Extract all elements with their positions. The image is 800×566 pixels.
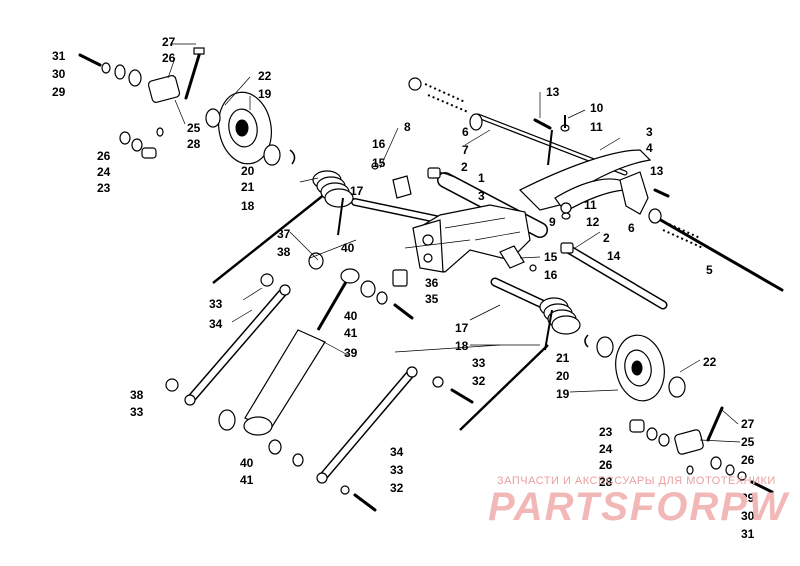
main-frame bbox=[412, 204, 531, 273]
callout-17-lower: 17 bbox=[455, 321, 469, 335]
callout-18-upper: 18 bbox=[241, 199, 255, 213]
callout-24-lower: 24 bbox=[599, 442, 613, 456]
callout-3-right: 3 bbox=[646, 125, 653, 139]
callout-20-upper: 20 bbox=[241, 164, 255, 178]
leader-lines bbox=[167, 43, 741, 443]
callout-20-lower: 20 bbox=[556, 369, 570, 383]
callout-19-upper: 19 bbox=[258, 87, 272, 101]
callout-9: 9 bbox=[549, 215, 556, 229]
link-34-lower bbox=[316, 366, 418, 484]
callout-22-upper: 22 bbox=[258, 69, 272, 83]
callout-31-upper: 31 bbox=[52, 49, 66, 63]
spring-arm-18-upper bbox=[212, 189, 331, 284]
callout-22-lower: 22 bbox=[703, 355, 717, 369]
upper-right-arm bbox=[518, 129, 652, 215]
callout-38-upper: 38 bbox=[277, 245, 291, 259]
callout-10: 10 bbox=[590, 101, 604, 115]
callout-18-lower: 18 bbox=[455, 339, 469, 353]
torsion-spring-upper bbox=[312, 170, 354, 236]
callout-39: 39 bbox=[344, 346, 358, 360]
callout-15-lower: 15 bbox=[544, 250, 558, 264]
idler-wheel-upper bbox=[218, 91, 272, 165]
callout-26-lower: 26 bbox=[599, 458, 613, 472]
callout-40-upper: 40 bbox=[341, 241, 355, 255]
watermark-brand: PARTSFORPW bbox=[488, 485, 790, 529]
callout-14: 14 bbox=[607, 249, 621, 263]
callout-25-lower: 25 bbox=[741, 435, 755, 449]
callout-32-lower: 32 bbox=[390, 481, 404, 495]
callout-15-upper: 15 bbox=[372, 156, 386, 170]
shock-absorber bbox=[243, 268, 360, 436]
callout-34-upper: 34 bbox=[209, 317, 223, 331]
callout-31-lower: 31 bbox=[741, 527, 755, 541]
callout-13-lower: 13 bbox=[650, 164, 664, 178]
callout-4: 4 bbox=[646, 141, 653, 155]
callout-3-center: 3 bbox=[478, 189, 485, 203]
callout-30-upper: 30 bbox=[52, 67, 66, 81]
hardware-lower bbox=[165, 334, 774, 512]
callout-labels: 31 30 29 27 26 22 19 25 28 26 24 23 20 2… bbox=[52, 35, 755, 541]
callout-17-upper: 17 bbox=[350, 184, 364, 198]
callout-19-lower: 19 bbox=[556, 387, 570, 401]
callout-28-lower: 28 bbox=[599, 475, 613, 489]
callout-7: 7 bbox=[462, 143, 469, 157]
link-34-upper bbox=[184, 284, 291, 406]
callout-40-mid: 40 bbox=[344, 309, 358, 323]
callout-26-lower-b: 26 bbox=[741, 453, 755, 467]
idler-wheel-lower bbox=[615, 334, 665, 402]
callout-33-left: 33 bbox=[130, 405, 144, 419]
callout-29-lower: 29 bbox=[741, 491, 755, 505]
watermark: ЗАПЧАСТИ И АКСЕССУАРЫ ДЛЯ МОТОТЕХНИКИ PA… bbox=[488, 475, 790, 529]
callout-13-upper: 13 bbox=[546, 85, 560, 99]
callout-29-upper: 29 bbox=[52, 85, 66, 99]
callout-6-lower: 6 bbox=[628, 221, 635, 235]
callout-34-lower: 34 bbox=[390, 445, 404, 459]
callout-38-lower: 38 bbox=[130, 388, 144, 402]
callout-21-lower: 21 bbox=[556, 351, 570, 365]
spring-arm-18-lower bbox=[459, 344, 549, 431]
callout-35: 35 bbox=[425, 292, 439, 306]
callout-26-upper: 26 bbox=[162, 51, 176, 65]
torsion-spring-lower bbox=[539, 297, 581, 351]
callout-25-upper: 25 bbox=[187, 121, 201, 135]
callout-27-lower: 27 bbox=[741, 417, 755, 431]
callout-21-upper: 21 bbox=[241, 180, 255, 194]
callout-41-mid: 41 bbox=[344, 326, 358, 340]
callout-16-lower: 16 bbox=[544, 268, 558, 282]
callout-16-upper: 16 bbox=[372, 137, 386, 151]
callout-32-upper: 32 bbox=[472, 374, 486, 388]
decal-strips bbox=[424, 83, 704, 249]
callout-33-lower: 33 bbox=[390, 463, 404, 477]
callout-5: 5 bbox=[706, 263, 713, 277]
callout-28-upper: 28 bbox=[187, 137, 201, 151]
callout-8: 8 bbox=[404, 120, 411, 134]
callout-2-lower: 2 bbox=[603, 231, 610, 245]
callout-1: 1 bbox=[478, 171, 485, 185]
callout-41-lower: 41 bbox=[240, 473, 254, 487]
callout-33-upper: 33 bbox=[209, 297, 223, 311]
hardware-upper-left bbox=[78, 47, 296, 166]
callout-30-lower: 30 bbox=[741, 509, 755, 523]
bolt-5 bbox=[650, 213, 784, 292]
hardware-center bbox=[260, 162, 574, 320]
callout-27-upper: 27 bbox=[162, 35, 176, 49]
callout-11-upper: 11 bbox=[590, 120, 603, 134]
callout-26-upper-b: 26 bbox=[97, 149, 111, 163]
callout-23-lower: 23 bbox=[599, 425, 613, 439]
watermark-caption: ЗАПЧАСТИ И АКСЕССУАРЫ ДЛЯ МОТОТЕХНИКИ bbox=[497, 475, 776, 487]
callout-24-upper: 24 bbox=[97, 165, 111, 179]
callout-33-mid: 33 bbox=[472, 356, 486, 370]
callout-40-lower: 40 bbox=[240, 456, 254, 470]
callout-36: 36 bbox=[425, 276, 439, 290]
callout-23-upper: 23 bbox=[97, 181, 111, 195]
callout-2-upper: 2 bbox=[461, 160, 468, 174]
callout-6-upper: 6 bbox=[462, 125, 469, 139]
callout-12: 12 bbox=[586, 215, 600, 229]
callout-37: 37 bbox=[277, 227, 291, 241]
hardware-right bbox=[408, 77, 670, 224]
callout-11-lower: 11 bbox=[584, 198, 597, 212]
